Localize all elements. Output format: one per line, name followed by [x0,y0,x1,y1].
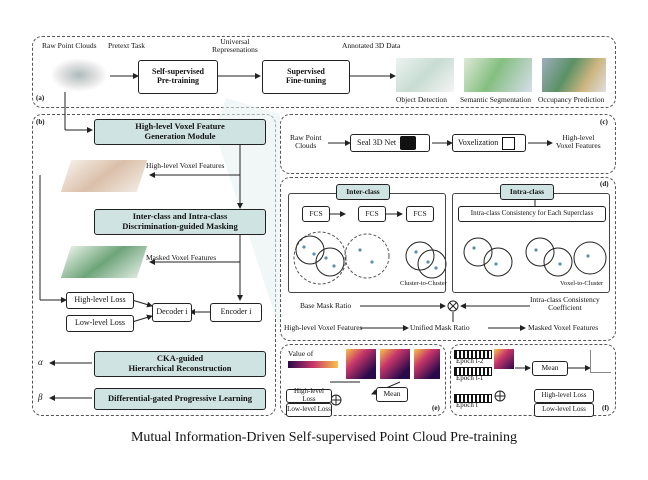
encoder-box: Encoder i [210,303,262,322]
cka-heatmap-3 [414,349,440,379]
raw-point-clouds-label: Raw Point Clouds [42,41,97,50]
voxel-to-cluster-label: Voxel-to-Cluster [560,280,604,287]
loss-heatmap [494,349,514,369]
unified-mask-ratio-label: Unified Mask Ratio [410,323,470,332]
pretext-task-label: Pretext Task [108,41,146,50]
panel-a-label: (a) [36,94,45,102]
semantic-segmentation-label: Semantic Segmentation [460,95,532,104]
cube-icon [502,136,516,150]
panel-e [280,344,446,416]
cka-heatmap-1 [346,349,376,379]
fcs-box-2: FCS [358,206,386,222]
panel-c-label: (c) [600,118,608,126]
panel-f [450,344,616,416]
low-level-loss-e: Low-level Loss [286,403,332,417]
supervised-box: Supervised Fine-tuning [262,60,350,94]
epoch-t-label: Epoch t [456,401,478,409]
mean-box-f: Mean [532,361,568,376]
raw-point-cloud-image [50,58,108,92]
panel-b-label: (b) [36,118,45,126]
intra-consistency-box: Intra-class Consistency for Each Supercl… [458,206,606,222]
universal-representations-label: Universal Represenations [212,37,258,55]
value-of-label: Value of [288,349,314,358]
epoch-t1-label: Epoch t-1 [456,374,484,382]
beta-symbol: β [38,392,43,402]
voxelization-box: Voxelization [452,134,526,152]
low-level-loss-f: Low-level Loss [534,403,594,417]
occupancy-prediction-image [542,58,606,92]
base-mask-ratio-label: Base Mask Ratio [300,301,352,310]
panel-a [32,36,616,108]
raw-point-clouds-c: Raw Point Clouds [290,133,322,151]
inter-class-header: Inter-class [336,184,390,200]
module-progressive-learning: Differential-gated Progressive Learning [94,388,266,410]
figure-caption: Mutual Information-Driven Self-supervise… [130,430,518,445]
cka-heatmap-2 [380,349,410,379]
voxel-features-image [60,160,148,192]
seal-3d-net-box: Seal 3D Net [350,134,430,152]
intra-coef-label: Intra-class Consistency Coefficient [530,295,600,313]
epoch-t2-label: Epoch t-2 [456,357,484,365]
semantic-segmentation-image [464,58,532,92]
module-voxel-feature-generation: High-level Voxel Feature Generation Modu… [94,119,266,145]
masked-voxel-features-d: Masked Voxel Features [528,323,599,332]
colorbar [288,361,338,368]
intra-class-header: Intra-class [500,184,554,200]
voxel-features-output-c: High-level Voxel Features [556,133,601,151]
high-level-voxel-features-d: High-level Voxel Features [284,323,363,332]
high-level-loss-e: High-level Loss [286,387,332,403]
fcs-box-3: FCS [406,206,434,222]
mean-box-e: Mean [376,387,408,402]
annotated-3d-data-label: Annotated 3D Data [342,41,401,50]
panel-d [280,177,616,341]
cluster-to-cluster-label: Cluster-to-Cluster [400,280,447,287]
fcs-box-1: FCS [302,206,330,222]
object-detection-label: Object Detection [396,95,448,104]
high-level-loss-box: High-level Loss [66,292,134,309]
object-detection-image [396,58,454,92]
decoder-box: Decoder i [152,303,192,322]
voxelization-label: Voxelization [458,137,499,147]
masked-features-image [60,246,148,278]
low-level-loss-box: Low-level Loss [66,315,134,332]
module-discrimination-masking: Inter-class and Intra-class Discriminati… [94,209,266,235]
loss-curve-plot [590,350,611,373]
alpha-symbol: α [38,357,43,367]
epoch-t2-bar [454,350,492,359]
epoch-t1-bar [454,367,492,376]
epoch-t-bar [454,394,492,403]
network-icon [400,136,417,150]
self-supervised-box: Self-supervised Pre-training [138,60,218,94]
high-level-voxel-features-label: High-level Voxel Features [146,161,225,170]
high-level-loss-f: High-level Loss [534,389,594,403]
module-cka-reconstruction: CKA-guided Hierarchical Reconstruction [94,351,266,377]
masked-voxel-features-label: Masked Voxel Features [146,253,217,262]
panel-d-label: (d) [600,180,609,188]
panel-e-label: (e) [432,404,440,412]
seal-3d-net-label: Seal 3D Net [357,137,397,147]
occupancy-prediction-label: Occupancy Prediction [538,95,605,104]
panel-c [280,114,616,174]
panel-f-label: (f) [602,404,609,412]
